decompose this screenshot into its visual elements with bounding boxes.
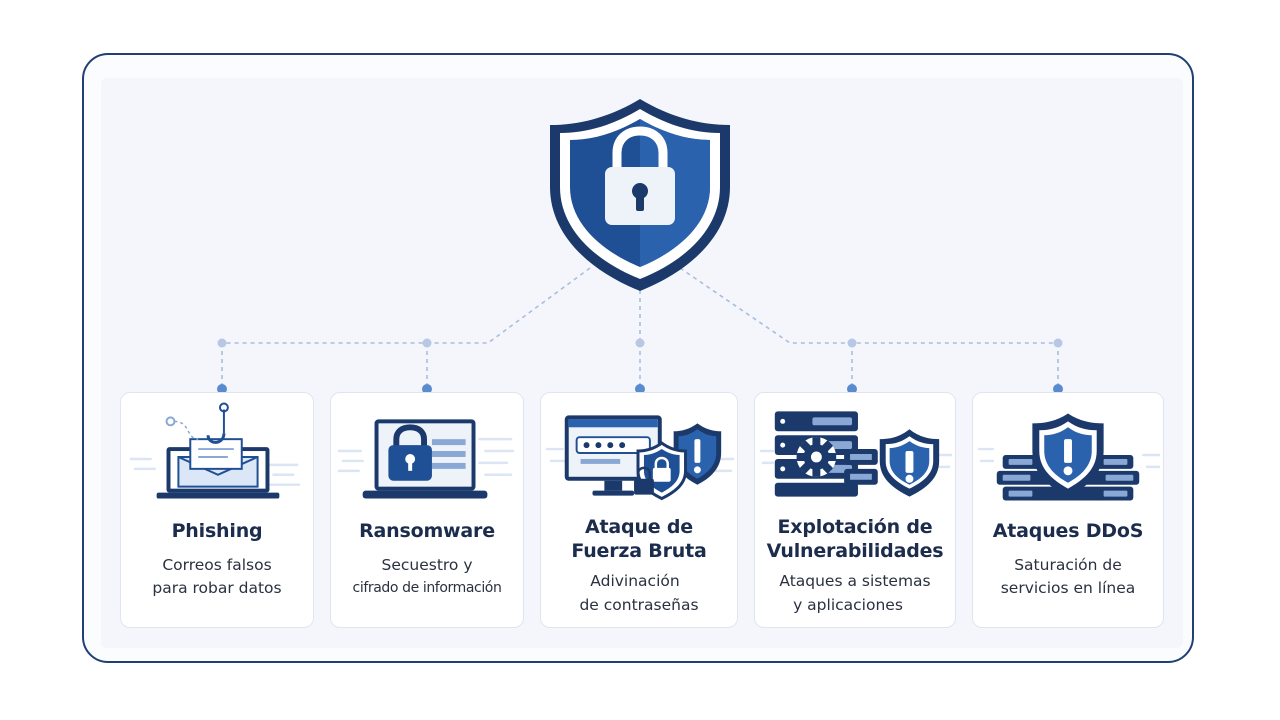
card-desc-line: servicios en línea: [1000, 579, 1136, 597]
password-monitor-icon: [545, 415, 735, 501]
card-title: Ransomware: [359, 520, 495, 542]
card-title: Ataques DDoS: [992, 520, 1144, 542]
card-desc-line: Adivinación: [590, 572, 680, 590]
laptop-padlock-icon: [337, 419, 515, 499]
card-vulnerabilities: Explotación de Vulnerabilidades Ataques …: [754, 392, 956, 628]
card-title-line: Explotación de: [777, 516, 933, 538]
card-desc-line: cifrado de información: [352, 580, 502, 596]
card-title: Phishing: [171, 520, 263, 542]
card-desc-line: para robar datos: [152, 579, 282, 597]
card-title-line: Fuerza Bruta: [571, 540, 707, 562]
card-ransomware: Ransomware Secuestro y cifrado de inform…: [330, 392, 524, 628]
card-title-line: Vulnerabilidades: [766, 540, 944, 562]
card-ddos: Ataques DDoS Saturación de servicios en …: [972, 392, 1164, 628]
card-desc-line: Correos falsos: [162, 556, 272, 574]
email-hook-icon: [129, 402, 301, 499]
card-title-line: Ataque de: [585, 516, 693, 538]
server-stack-warning-icon: [977, 413, 1161, 501]
card-phishing: Phishing Correos falsos para robar datos: [120, 392, 314, 628]
card-desc-line: y aplicaciones: [793, 596, 903, 614]
card-desc-line: Ataques a sistemas: [779, 572, 931, 590]
card-desc-line: Saturación de: [1014, 556, 1122, 574]
card-desc-line: de contraseñas: [579, 596, 699, 614]
shield-padlock-icon: [550, 99, 730, 291]
server-gear-warning-icon: [759, 411, 953, 497]
card-brute-force: Ataque de Fuerza Bruta Adivinación de co…: [540, 392, 738, 628]
card-desc-line: Secuestro y: [381, 556, 473, 574]
